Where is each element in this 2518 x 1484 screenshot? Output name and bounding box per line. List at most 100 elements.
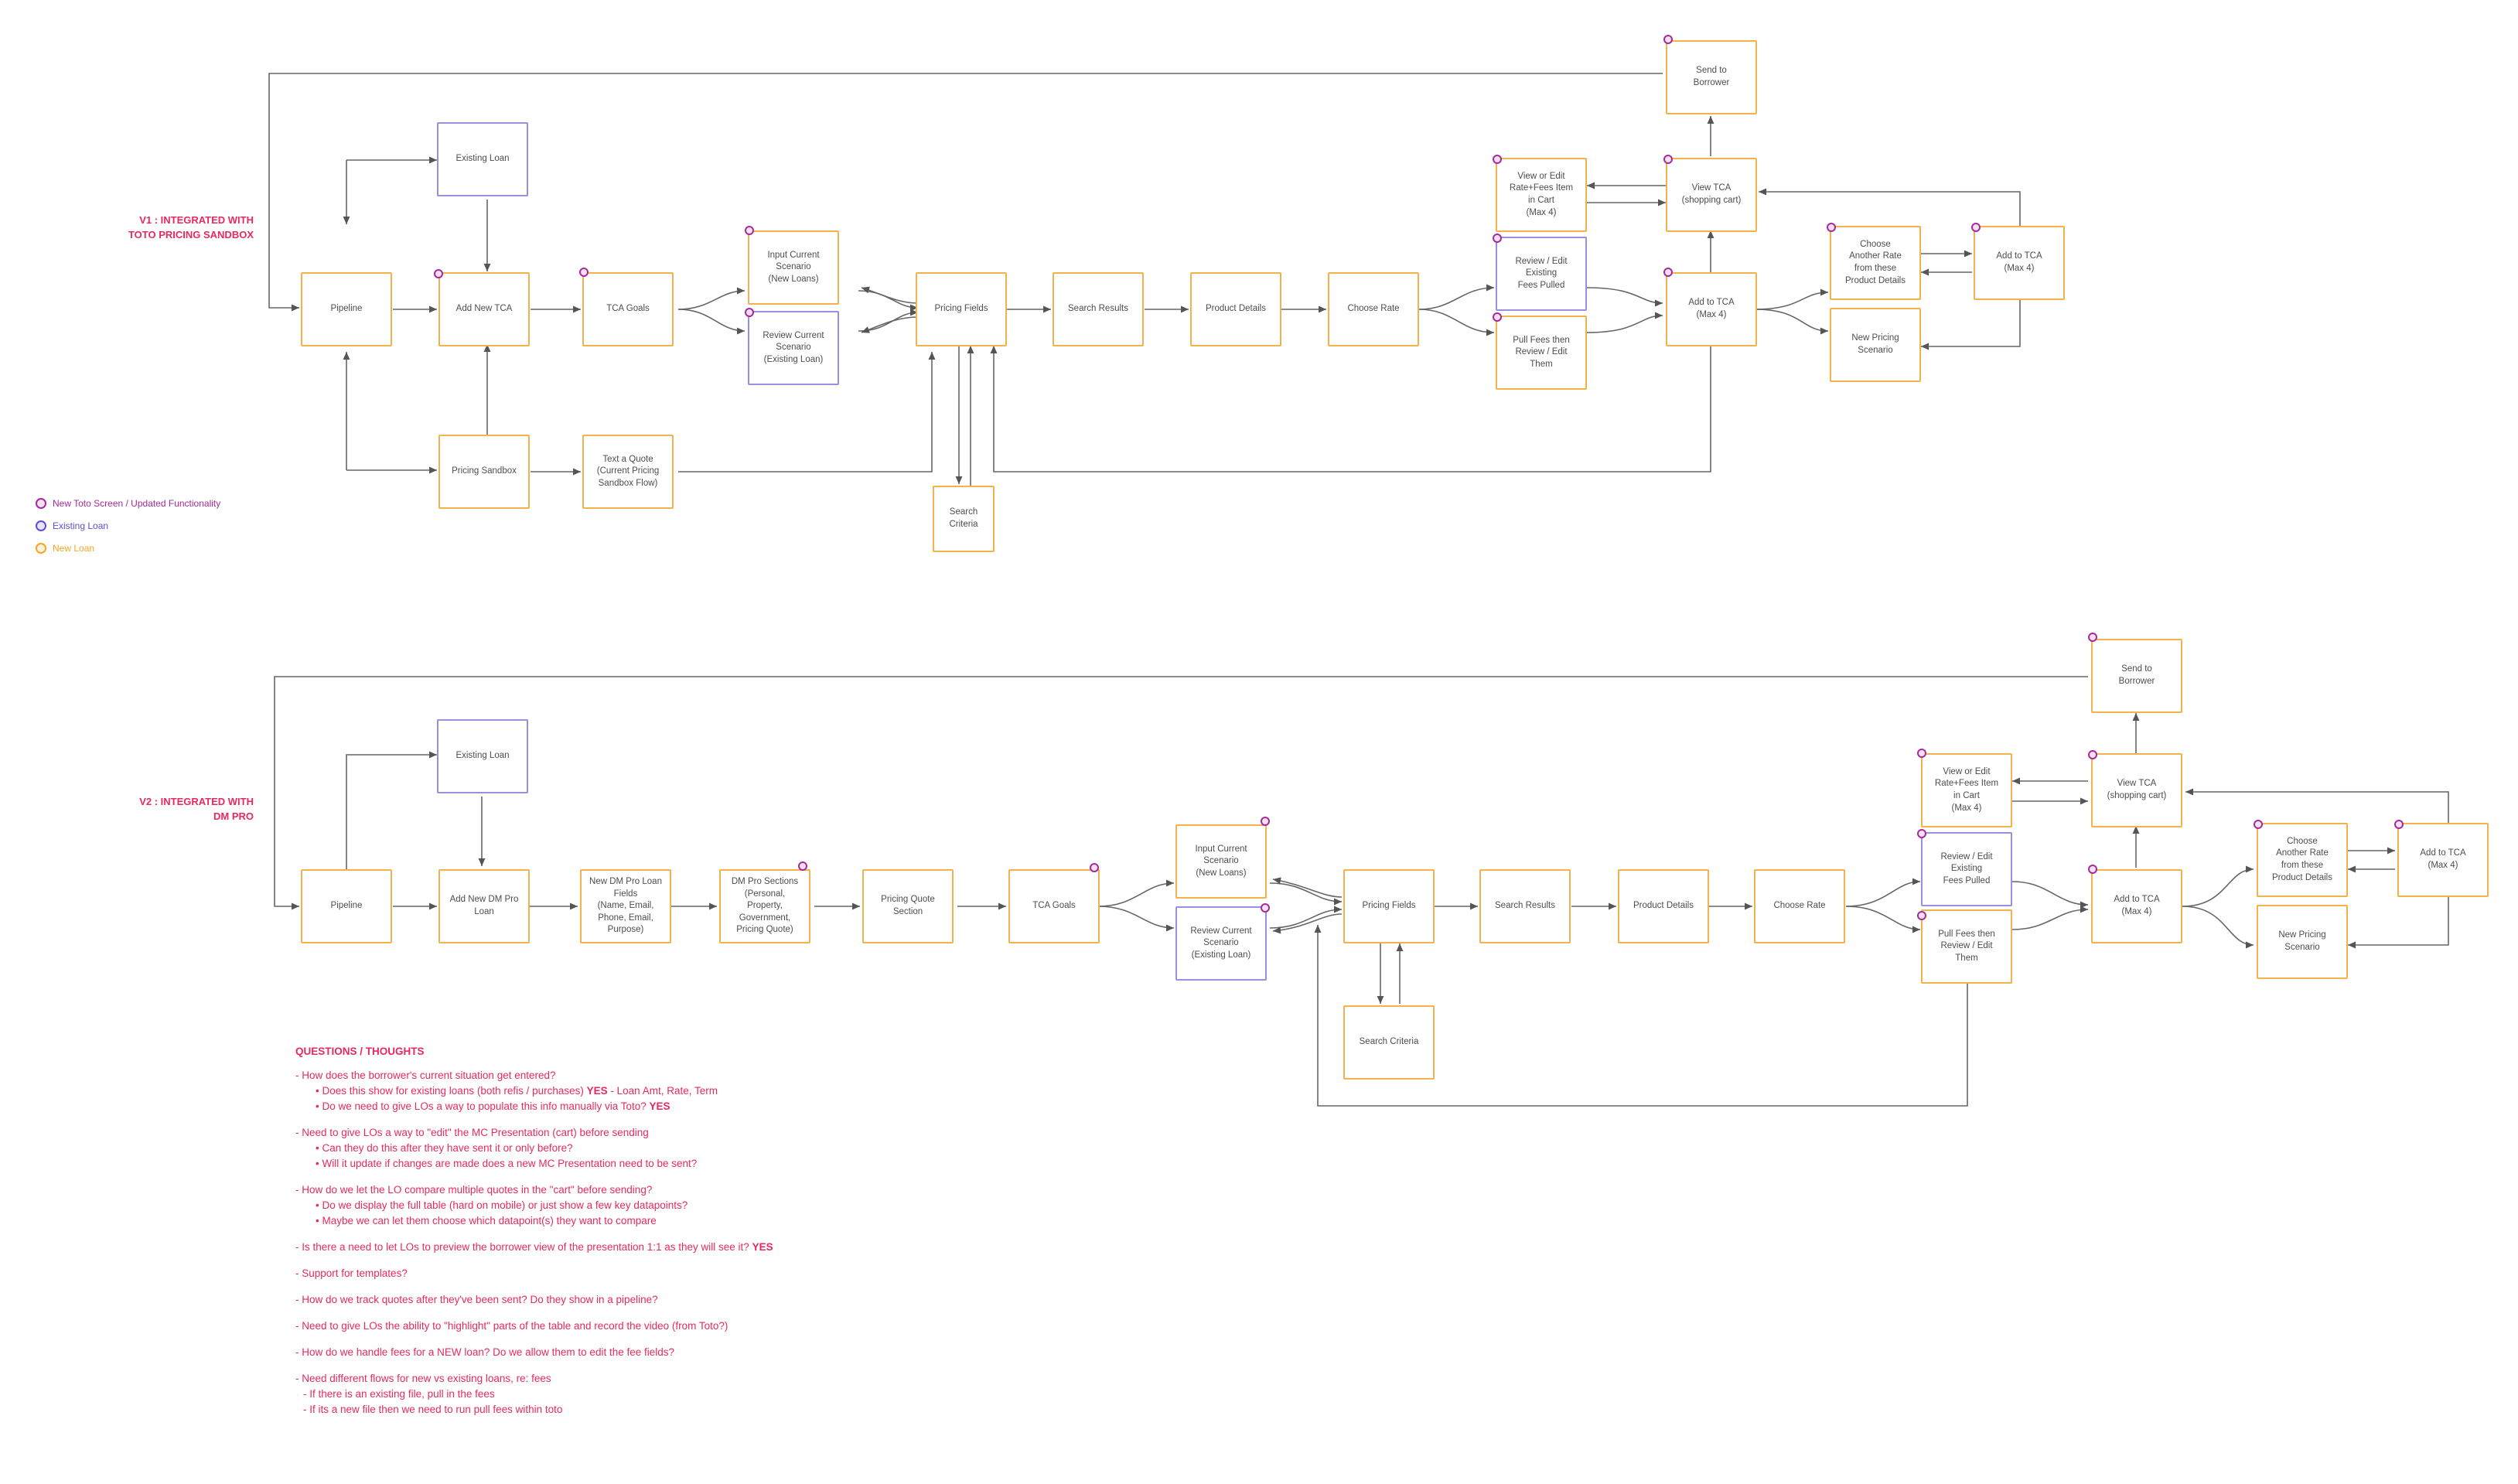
v2-section-title: V2 : INTEGRATED WITH DM PRO xyxy=(31,795,254,824)
orange-circle-icon xyxy=(36,543,46,554)
v2-node-review-current-scenario[interactable]: Review Current Scenario (Existing Loan) xyxy=(1175,906,1267,981)
v1-node-add-tca-right[interactable]: Add to TCA (Max 4) xyxy=(1974,226,2065,300)
new-toto-marker-icon xyxy=(2088,750,2097,759)
v1-node-search-results[interactable]: Search Results xyxy=(1053,272,1144,346)
v2-node-pipeline[interactable]: Pipeline xyxy=(301,869,392,943)
v1-node-add-tca[interactable]: Add to TCA (Max 4) xyxy=(1666,272,1757,346)
note-question: - How does the borrower's current situat… xyxy=(295,1070,556,1081)
v1-node-search-criteria[interactable]: Search Criteria xyxy=(933,486,995,552)
v1-node-input-current-scenario[interactable]: Input Current Scenario (New Loans) xyxy=(748,230,839,305)
v1-node-review-current-scenario[interactable]: Review Current Scenario (Existing Loan) xyxy=(748,311,839,385)
new-toto-marker-icon xyxy=(1917,749,1926,758)
legend-item-new-loan: New Loan xyxy=(36,543,94,554)
note-text: Does this show for existing loans (both … xyxy=(322,1085,587,1097)
v2-node-pricing-quote-section[interactable]: Pricing Quote Section xyxy=(862,869,954,943)
v2-node-add-tca-right[interactable]: Add to TCA (Max 4) xyxy=(2397,823,2489,897)
note-text: - Is there a need to let LOs to preview … xyxy=(295,1241,752,1253)
note-subpoint: Will it update if changes are made does … xyxy=(295,1156,1223,1172)
v2-node-view-edit-cart[interactable]: View or Edit Rate+Fees Item in Cart (Max… xyxy=(1921,753,2012,827)
note-question: - Need different flows for new vs existi… xyxy=(295,1373,551,1384)
v2-node-send-to-borrower[interactable]: Send to Borrower xyxy=(2091,639,2182,713)
new-toto-marker-icon xyxy=(1663,155,1673,164)
v2-node-existing-loan[interactable]: Existing Loan xyxy=(437,719,528,793)
v1-title-line1: V1 : INTEGRATED WITH xyxy=(139,214,254,226)
note-question: - How do we let the LO compare multiple … xyxy=(295,1184,653,1196)
v2-node-choose-another-rate[interactable]: Choose Another Rate from these Product D… xyxy=(2257,823,2348,897)
v1-node-text-a-quote[interactable]: Text a Quote (Current Pricing Sandbox Fl… xyxy=(582,435,674,509)
new-toto-marker-icon xyxy=(2088,633,2097,642)
note-question: - Need to give LOs the ability to "highl… xyxy=(295,1320,728,1332)
note-subpoint: If its a new file then we need to run pu… xyxy=(295,1402,1223,1417)
v2-node-input-current-scenario[interactable]: Input Current Scenario (New Loans) xyxy=(1175,824,1267,899)
v1-node-existing-loan[interactable]: Existing Loan xyxy=(437,122,528,196)
new-toto-marker-icon xyxy=(2088,865,2097,874)
v2-node-pricing-fields[interactable]: Pricing Fields xyxy=(1343,869,1435,943)
v1-node-pipeline[interactable]: Pipeline xyxy=(301,272,392,346)
v2-node-review-edit-fees[interactable]: Review / Edit Existing Fees Pulled xyxy=(1921,832,2012,906)
note-answer: YES xyxy=(586,1085,608,1097)
v2-node-search-results[interactable]: Search Results xyxy=(1479,869,1571,943)
v1-node-choose-another-rate[interactable]: Choose Another Rate from these Product D… xyxy=(1830,226,1921,300)
note-text: - Loan Amt, Rate, Term xyxy=(607,1085,718,1097)
v1-node-pricing-sandbox[interactable]: Pricing Sandbox xyxy=(438,435,530,509)
v1-node-product-details[interactable]: Product Details xyxy=(1190,272,1281,346)
new-toto-marker-icon xyxy=(1493,312,1502,322)
new-toto-marker-icon xyxy=(1493,234,1502,243)
v1-node-send-to-borrower[interactable]: Send to Borrower xyxy=(1666,40,1757,114)
new-toto-marker-icon xyxy=(1663,35,1673,44)
new-toto-marker-icon xyxy=(1261,817,1270,826)
blue-circle-icon xyxy=(36,520,46,531)
v2-node-add-new-dm-pro-loan[interactable]: Add New DM Pro Loan xyxy=(438,869,530,943)
questions-notes: QUESTIONS / THOUGHTS - How does the borr… xyxy=(295,1046,1223,1417)
notes-title: QUESTIONS / THOUGHTS xyxy=(295,1046,425,1057)
v2-node-tca-goals[interactable]: TCA Goals xyxy=(1008,869,1100,943)
note-subpoint: If there is an existing file, pull in th… xyxy=(295,1387,1223,1402)
note-question: - Support for templates? xyxy=(295,1267,408,1279)
new-toto-marker-icon xyxy=(1261,903,1270,913)
note-subpoint: Maybe we can let them choose which datap… xyxy=(295,1213,1223,1229)
v1-section-title: V1 : INTEGRATED WITH TOTO PRICING SANDBO… xyxy=(31,213,254,243)
v1-node-view-tca[interactable]: View TCA (shopping cart) xyxy=(1666,158,1757,232)
legend-item-new-toto: New Toto Screen / Updated Functionality xyxy=(36,498,220,509)
v2-node-search-criteria[interactable]: Search Criteria xyxy=(1343,1005,1435,1080)
legend-label: New Toto Screen / Updated Functionality xyxy=(53,498,221,509)
v2-node-new-dm-pro-loan-fields[interactable]: New DM Pro Loan Fields (Name, Email, Pho… xyxy=(580,869,671,943)
new-toto-marker-icon xyxy=(1493,155,1502,164)
note-text: Do we need to give LOs a way to populate… xyxy=(322,1100,650,1112)
new-toto-marker-icon xyxy=(798,861,807,871)
new-toto-marker-icon xyxy=(1917,911,1926,920)
note-answer: YES xyxy=(649,1100,670,1112)
new-toto-marker-icon xyxy=(579,268,589,277)
v2-node-new-pricing-scenario[interactable]: New Pricing Scenario xyxy=(2257,905,2348,979)
note-question: - How do we handle fees for a NEW loan? … xyxy=(295,1346,675,1358)
note-question: - Need to give LOs a way to "edit" the M… xyxy=(295,1127,649,1138)
v1-node-pull-fees[interactable]: Pull Fees then Review / Edit Them xyxy=(1496,316,1587,390)
v1-node-review-edit-fees[interactable]: Review / Edit Existing Fees Pulled xyxy=(1496,237,1587,311)
legend-item-existing-loan: Existing Loan xyxy=(36,520,108,531)
note-answer: YES xyxy=(752,1241,773,1253)
note-question: - Is there a need to let LOs to preview … xyxy=(295,1240,1223,1255)
v1-node-new-pricing-scenario[interactable]: New Pricing Scenario xyxy=(1830,308,1921,382)
v2-node-pull-fees[interactable]: Pull Fees then Review / Edit Them xyxy=(1921,909,2012,984)
note-subpoint: Can they do this after they have sent it… xyxy=(295,1141,1223,1156)
v1-node-view-edit-cart[interactable]: View or Edit Rate+Fees Item in Cart (Max… xyxy=(1496,158,1587,232)
v2-title-line1: V2 : INTEGRATED WITH xyxy=(139,796,254,807)
v2-node-product-details[interactable]: Product Details xyxy=(1618,869,1709,943)
new-toto-marker-icon xyxy=(1827,223,1836,232)
v2-title-line2: DM PRO xyxy=(213,810,254,822)
v2-node-view-tca[interactable]: View TCA (shopping cart) xyxy=(2091,753,2182,827)
legend-label: Existing Loan xyxy=(53,520,109,531)
v1-title-line2: TOTO PRICING SANDBOX xyxy=(128,228,254,241)
v1-node-tca-goals[interactable]: TCA Goals xyxy=(582,272,674,346)
new-toto-marker-icon xyxy=(1663,268,1673,277)
new-toto-marker-icon xyxy=(745,308,754,317)
v2-node-choose-rate[interactable]: Choose Rate xyxy=(1754,869,1845,943)
v2-node-add-tca[interactable]: Add to TCA (Max 4) xyxy=(2091,869,2182,943)
new-toto-marker-icon xyxy=(1090,863,1099,872)
v1-node-add-new-tca[interactable]: Add New TCA xyxy=(438,272,530,346)
new-toto-marker-icon xyxy=(1917,829,1926,838)
v2-node-dm-pro-sections[interactable]: DM Pro Sections (Personal, Property, Gov… xyxy=(719,869,810,943)
v1-node-choose-rate[interactable]: Choose Rate xyxy=(1328,272,1419,346)
v1-node-pricing-fields[interactable]: Pricing Fields xyxy=(916,272,1007,346)
note-subpoint: Do we display the full table (hard on mo… xyxy=(295,1198,1223,1213)
